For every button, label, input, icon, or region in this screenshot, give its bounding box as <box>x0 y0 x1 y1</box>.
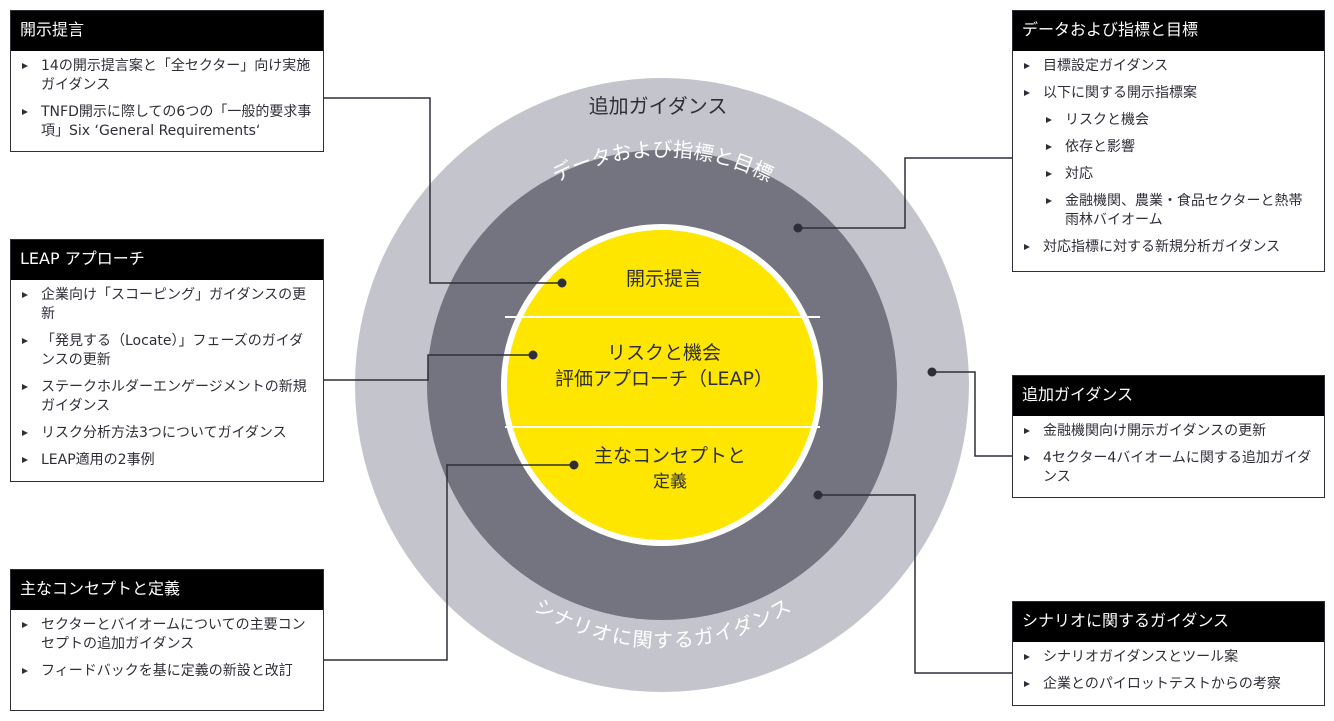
connector-dot <box>813 490 823 500</box>
connector-leap <box>323 354 533 381</box>
list-item: 金融機関向け開示ガイダンスの更新 <box>1021 422 1316 441</box>
disclosure-box: 開示提言 14の開示提言案と「全セクター」向け実施ガイダンス TNFD開示に際し… <box>10 10 324 152</box>
connector-metrics <box>798 157 1012 229</box>
list-item: ステークホルダーエンゲージメントの新規ガイダンス <box>19 378 315 416</box>
outer-ring-label: 追加ガイダンス <box>589 94 728 118</box>
list-item: 4セクター4バイオームに関する追加ガイダンス <box>1021 449 1316 487</box>
core-bottom-label-1: 主なコンセプトと <box>594 445 746 467</box>
list-subitem: 依存と影響 <box>1043 138 1316 157</box>
list-item: 対応指標に対する新規分析ガイダンス <box>1021 238 1316 257</box>
box-title: 主なコンセプトと定義 <box>11 570 323 610</box>
scenario-box: シナリオに関するガイダンス シナリオガイダンスとツール案 企業とのパイロットテス… <box>1012 601 1325 706</box>
list-subitem: 金融機関、農業・食品セクターと熱帯雨林バイオーム <box>1043 192 1316 230</box>
additional-box: 追加ガイダンス 金融機関向け開示ガイダンスの更新 4セクター4バイオームに関する… <box>1012 375 1325 498</box>
list-item: セクターとバイオームについての主要コンセプトの追加ガイダンス <box>19 616 315 654</box>
connector-dot <box>569 460 579 470</box>
list-item: LEAP適用の2事例 <box>19 451 315 470</box>
list-item: シナリオガイダンスとツール案 <box>1021 648 1316 667</box>
box-title: シナリオに関するガイダンス <box>1013 602 1324 642</box>
metrics-box: データおよび指標と目標 目標設定ガイダンス 以下に関する開示指標案 リスクと機会… <box>1012 10 1325 272</box>
connector-scenario <box>818 494 1012 674</box>
list-item: TNFD開示に際しての6つの「一般的要求事項」Six ‘General Requ… <box>19 103 315 141</box>
connector-dot <box>927 367 937 377</box>
list-subitem: 対応 <box>1043 165 1316 184</box>
box-title: 追加ガイダンス <box>1013 376 1324 416</box>
core-circle <box>507 230 817 540</box>
list-item: 企業向け「スコーピング」ガイダンスの更新 <box>19 286 315 324</box>
connector-concepts <box>323 464 574 661</box>
box-title: LEAP アプローチ <box>11 240 323 280</box>
list-item: 以下に関する開示指標案 <box>1021 84 1316 103</box>
leap-box: LEAP アプローチ 企業向け「スコーピング」ガイダンスの更新 「発見する（Lo… <box>10 239 324 482</box>
list-subitem: リスクと機会 <box>1043 111 1316 130</box>
connector-dot <box>793 223 803 233</box>
core-top-label: 開示提言 <box>626 268 702 290</box>
concepts-box: 主なコンセプトと定義 セクターとバイオームについての主要コンセプトの追加ガイダン… <box>10 569 324 711</box>
connector-dot <box>528 350 538 360</box>
list-item: 企業とのパイロットテストからの考察 <box>1021 675 1316 694</box>
connector-additional <box>932 371 1012 457</box>
list-item: 「発見する（Locate）」フェーズのガイダンスの更新 <box>19 332 315 370</box>
connector-disclosure <box>323 97 562 284</box>
box-title: 開示提言 <box>11 11 323 51</box>
box-title: データおよび指標と目標 <box>1013 11 1324 51</box>
list-item: 目標設定ガイダンス <box>1021 57 1316 76</box>
connector-dot <box>557 278 567 288</box>
core-middle-label-2: 評価アプローチ（LEAP） <box>555 368 773 390</box>
list-item: リスク分析方法3つについてガイダンス <box>19 424 315 443</box>
list-item: フィードバックを基に定義の新設と改訂 <box>19 662 315 681</box>
core-bottom-label-2: 定義 <box>653 472 687 492</box>
core-middle-label-1: リスクと機会 <box>607 342 721 364</box>
list-item: 14の開示提言案と「全セクター」向け実施ガイダンス <box>19 57 315 95</box>
